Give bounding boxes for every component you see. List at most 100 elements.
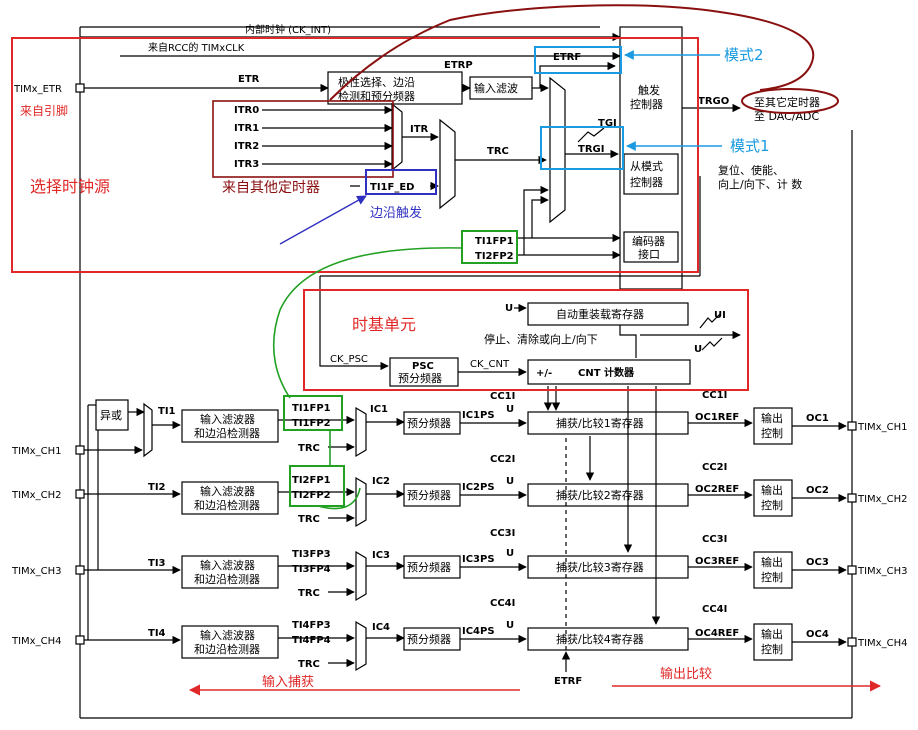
etrp-label: ETRP xyxy=(444,60,473,71)
ti1-box xyxy=(283,395,343,431)
auto-reload-register xyxy=(527,302,689,326)
ti2fp2-label: TI2FP2 xyxy=(292,490,331,501)
mode2-box xyxy=(534,46,622,74)
slave-actions-label-1: 复位、使能、 xyxy=(718,163,784,177)
ic1-label: IC1 xyxy=(370,404,388,415)
prescaler-ch2-label: 预分频器 xyxy=(407,488,451,502)
u-label-timebase: U xyxy=(694,344,702,355)
ccr1-label: 捕获/比较1寄存器 xyxy=(556,416,644,430)
u-label-ch3: U xyxy=(506,548,514,559)
ch4-pin-label: TIMx_CH4 xyxy=(11,636,61,647)
ic1-mux xyxy=(355,406,367,458)
filter-ch3-label-2: 和边沿检测器 xyxy=(194,572,260,586)
ti3fp4-label: TI3FP4 xyxy=(292,564,331,575)
encoder-inputs: TI1FP1 TI2FP2 xyxy=(475,185,621,262)
top-signals: 内部时钟 (CK_INT) 来自RCC的 TIMxCLK xyxy=(80,23,621,61)
stop-clear-label: 停止、清除或向上/向下 xyxy=(484,332,598,346)
trc-ch2-label: TRC xyxy=(298,514,320,525)
ti-encoder-box xyxy=(461,230,518,264)
etrf-bottom-label: ETRF xyxy=(554,676,582,687)
polarity-label-1: 极性选择、边沿 xyxy=(338,75,415,89)
filter-ch3-label-1: 输入滤波器 xyxy=(200,558,255,572)
ti-link-curve xyxy=(272,247,463,399)
mode1-box xyxy=(540,126,624,170)
u-label-auto: U xyxy=(505,303,513,314)
polarity-block xyxy=(327,71,463,105)
out-ch1-pin[interactable] xyxy=(847,421,857,431)
ti4fp4-label: TI4FP4 xyxy=(292,635,331,646)
ic3-label: IC3 xyxy=(372,550,390,561)
out-ch3-pin-label: TIMx_CH3 xyxy=(857,566,907,577)
out-ctrl-ch3-label-1: 输出 xyxy=(761,555,783,569)
mode2-label: 模式2 xyxy=(724,46,764,64)
psc-prescaler xyxy=(389,357,459,387)
out-ch3-pin[interactable] xyxy=(847,565,857,575)
oc3ref-label: OC3REF xyxy=(695,556,739,567)
input-capture-label: 输入捕获 xyxy=(262,674,314,690)
out-ch1-pin-label: TIMx_CH1 xyxy=(857,422,907,433)
itr2-label: ITR2 xyxy=(234,141,259,152)
cc3i-in-label: CC3I xyxy=(490,528,515,539)
ti1f-ed-label: TI1F_ED xyxy=(370,182,414,193)
filter-ch4-label-1: 输入滤波器 xyxy=(200,628,255,642)
u-label-ch4: U xyxy=(506,620,514,631)
oc2-label: OC2 xyxy=(806,485,829,496)
trigger-ctrl-label-1: 触发 xyxy=(638,83,660,97)
ch3-pin[interactable] xyxy=(75,565,85,575)
prescaler-ch1-label: 预分频器 xyxy=(407,416,451,430)
input-filter-label: 输入滤波 xyxy=(474,81,518,95)
ccr3-label: 捕获/比较3寄存器 xyxy=(556,560,644,574)
ic2-mux xyxy=(355,476,367,528)
etr-pin[interactable] xyxy=(75,83,85,93)
trc-mux xyxy=(439,118,456,210)
out-ctrl-ch4-label-1: 输出 xyxy=(761,627,783,641)
cc3i-out-label: CC3I xyxy=(702,534,727,545)
psc-label-1: PSC xyxy=(412,361,434,372)
filter-ch1-label-1: 输入滤波器 xyxy=(200,412,255,426)
trigger-section: TRGI TGI 触发 控制器 从模式 控制器 编码器 接口 TRGO 至其它定… xyxy=(549,26,820,290)
filter-ch4-label-2: 和边沿检测器 xyxy=(194,642,260,656)
trc-ch4-label: TRC xyxy=(298,659,320,670)
etr-label: ETR xyxy=(238,74,260,85)
capture-compare: 预分频器 预分频器 预分频器 预分频器 IC1PS IC2PS IC3PS IC… xyxy=(403,386,907,687)
u-label-ch2: U xyxy=(506,476,514,487)
ccr2-label: 捕获/比较2寄存器 xyxy=(556,488,644,502)
oc4ref-label: OC4REF xyxy=(695,628,739,639)
out-ch2-pin[interactable] xyxy=(847,493,857,503)
trigger-ctrl-label-2: 控制器 xyxy=(630,97,663,111)
ch2-pin[interactable] xyxy=(75,489,85,499)
ccr4-label: 捕获/比较4寄存器 xyxy=(556,632,644,646)
oc3-label: OC3 xyxy=(806,557,829,568)
ti1fp1-label: TI1FP1 xyxy=(292,403,331,414)
polarity-label-2: 检测和预分频器 xyxy=(338,89,415,103)
out-ch2-pin-label: TIMx_CH2 xyxy=(857,494,907,505)
ch1-pin[interactable] xyxy=(75,445,85,455)
out-ctrl-ch3-label-2: 控制 xyxy=(761,570,783,584)
trgo-loop-curve xyxy=(329,4,815,101)
ui-label: UI xyxy=(714,310,726,321)
out-ch4-pin-label: TIMx_CH4 xyxy=(857,638,907,649)
tgi-label: TGI xyxy=(598,118,617,129)
trigger-mux xyxy=(549,76,566,224)
rcc-clk-label: 来自RCC的 TIMxCLK xyxy=(148,41,245,54)
ch4-pin[interactable] xyxy=(75,635,85,645)
ic3ps-label: IC3PS xyxy=(462,554,495,565)
encoder-label-1: 编码器 xyxy=(632,234,665,248)
trc-ch3-label: TRC xyxy=(298,588,320,599)
ic3-mux xyxy=(355,550,367,602)
prescaler-ch4-label: 预分频器 xyxy=(407,632,451,646)
filter-ch2-label-2: 和边沿检测器 xyxy=(194,498,260,512)
ti4fp3-label: TI4FP3 xyxy=(292,620,331,631)
ti1fp1-trigger-label: TI1FP1 xyxy=(475,236,514,247)
trc-ch1-label: TRC xyxy=(298,443,320,454)
xor-gate xyxy=(95,399,129,431)
ch2-pin-label: TIMx_CH2 xyxy=(11,490,61,501)
out-ch4-pin[interactable] xyxy=(847,637,857,647)
u-label-ch1: U xyxy=(506,404,514,415)
oc2ref-label: OC2REF xyxy=(695,484,739,495)
other-timer-box xyxy=(212,100,394,178)
etr-pin-label: TIMx_ETR xyxy=(13,84,62,95)
cc4i-in-label: CC4I xyxy=(490,598,515,609)
itr-mux xyxy=(391,102,403,172)
